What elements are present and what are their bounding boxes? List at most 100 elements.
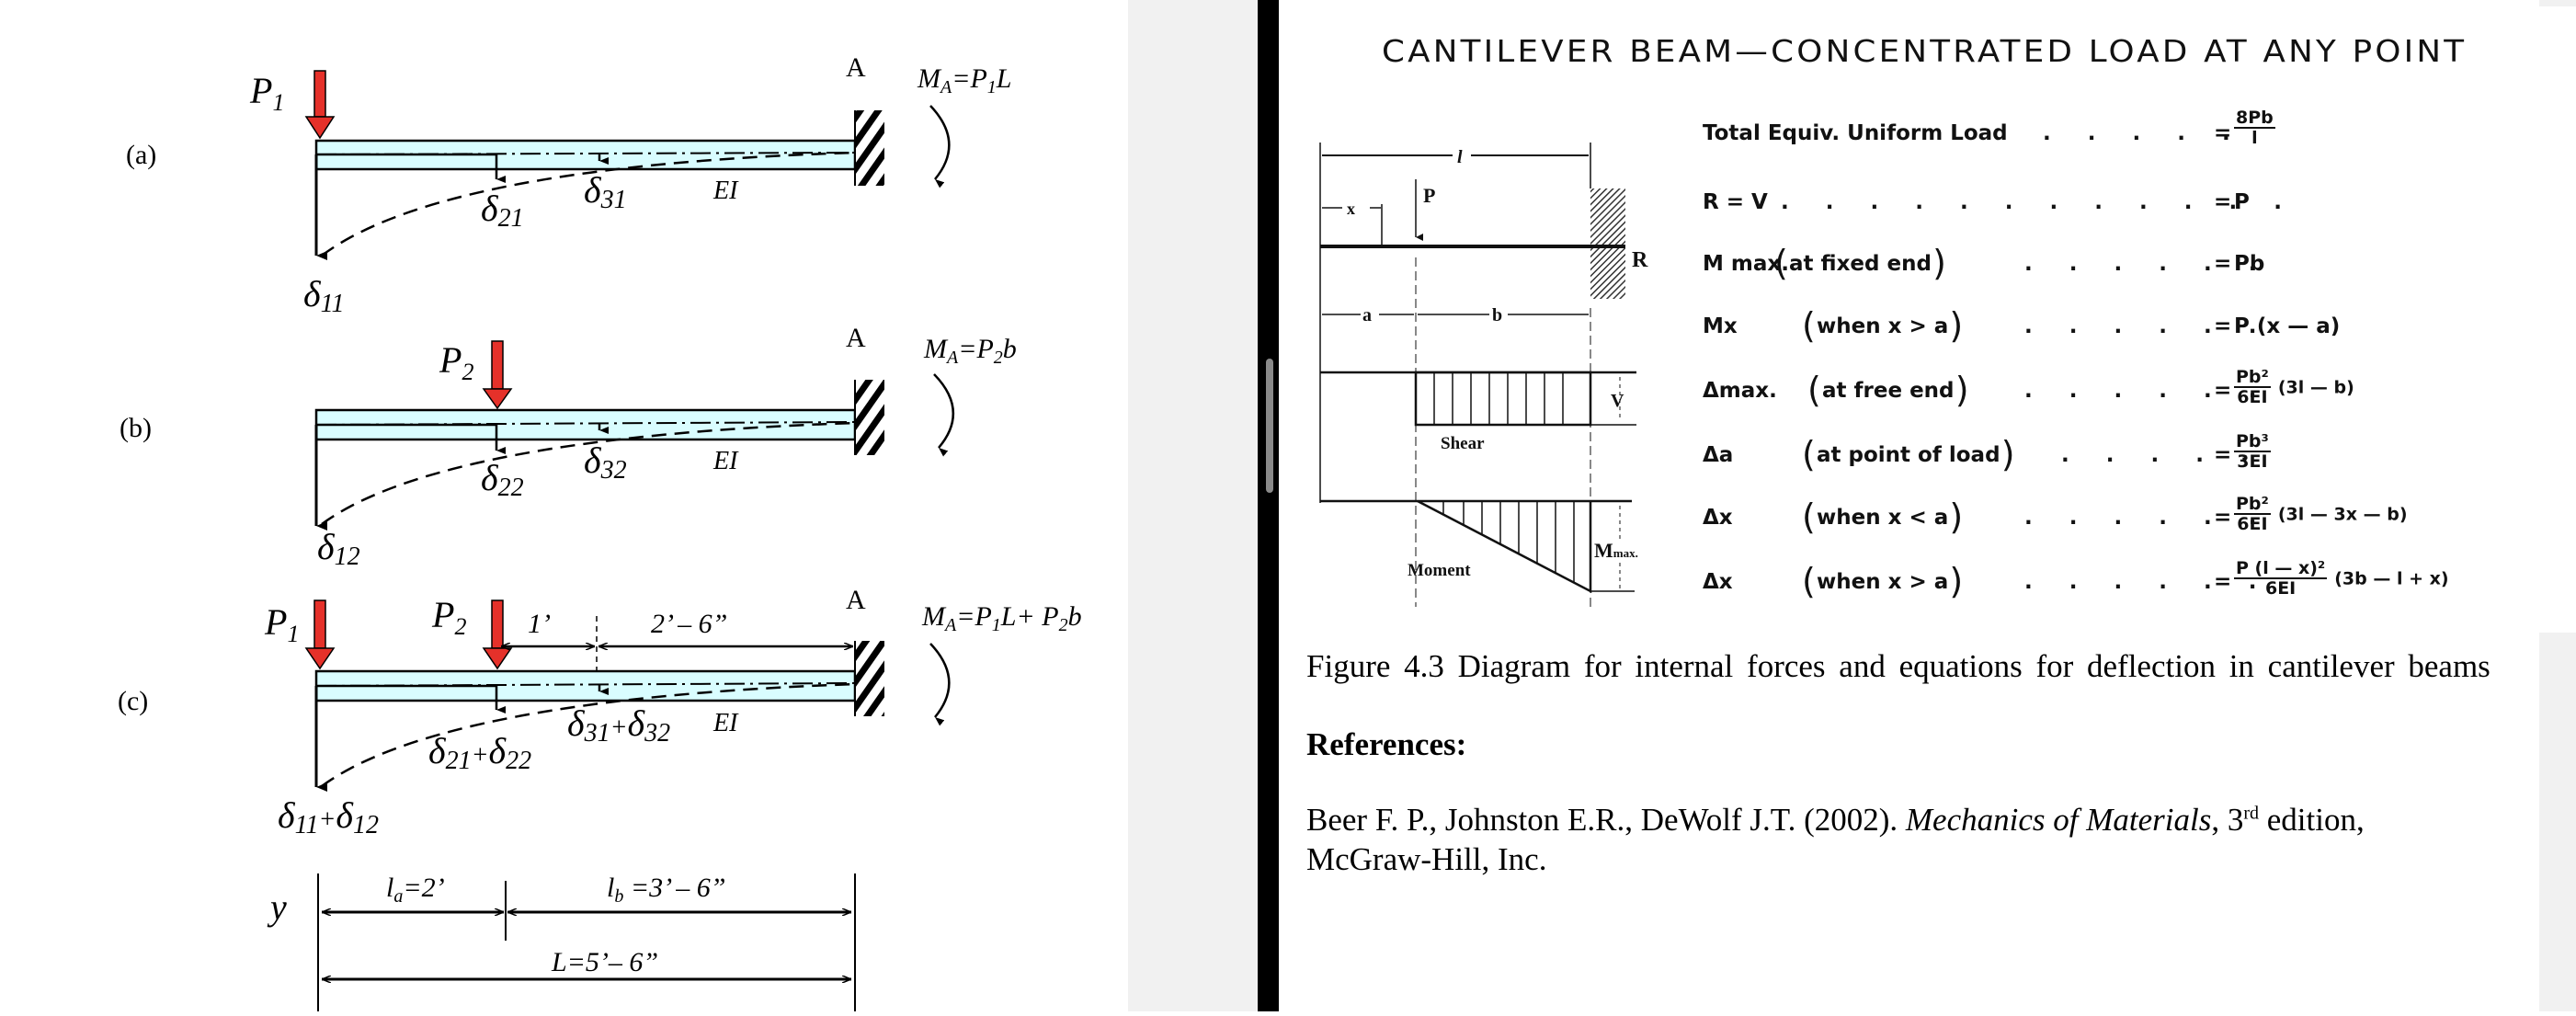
formula-name: Δa xyxy=(1703,443,1734,467)
equals: = xyxy=(2214,190,2232,214)
equals: = xyxy=(2214,252,2232,276)
dimension-total-length: L=5’– 6” xyxy=(551,947,658,977)
moment-equation: MA=P1L xyxy=(917,63,1011,97)
deflection-label-32: δ32 xyxy=(584,440,627,485)
split-view-drag-handle[interactable] xyxy=(1266,359,1273,493)
wall-support xyxy=(854,380,884,455)
leader-dots: . . . . . xyxy=(2061,443,2263,467)
deflection-label-31-plus-32: δ31+δ32 xyxy=(567,702,670,748)
deflection-label-11: δ11 xyxy=(303,273,345,318)
shear-value-v: V xyxy=(1611,391,1624,411)
formula-name: Δmax. xyxy=(1703,379,1777,403)
wall-support xyxy=(854,110,884,186)
dimension-la: la=2’ xyxy=(386,873,445,907)
load-arrow-p1 xyxy=(304,599,336,670)
equals: = xyxy=(2214,314,2232,338)
load-arrow-p2 xyxy=(482,340,513,410)
span-label-l: l xyxy=(1457,147,1463,167)
load-label-p1: P1 xyxy=(249,70,284,116)
formula-value: P (x — a) xyxy=(2234,314,2341,338)
viewer-gutter-right-top xyxy=(2539,0,2576,6)
moment-arc-icon xyxy=(929,643,951,726)
formula-condition: at free end xyxy=(1807,370,1968,410)
deflection-label-11-plus-12: δ11+δ12 xyxy=(278,794,379,839)
support-label-a: A xyxy=(846,585,866,615)
moment-arc-icon xyxy=(929,105,951,188)
cantilever-superposition-figure: (a) P1 A MA=P1L δ11 δ21 δ31 EI (b) P2 xyxy=(118,52,1082,1011)
panel-label-a: (a) xyxy=(126,140,156,170)
a-label: a xyxy=(1362,305,1372,325)
b-label: b xyxy=(1492,305,1502,325)
leader-dots: . . . . . . xyxy=(2024,252,2272,276)
equals: = xyxy=(2214,121,2232,145)
leader-dots: . . . . . . xyxy=(2024,379,2272,403)
equals: = xyxy=(2214,570,2232,594)
moment-arc-icon xyxy=(933,373,954,457)
formula-name: Δx xyxy=(1703,506,1733,530)
deflected-shape xyxy=(321,151,856,257)
left-document-page: (a) P1 A MA=P1L δ11 δ21 δ31 EI (b) P2 xyxy=(0,0,1128,1011)
leader-dots: . . . . . . . . . . . . xyxy=(1781,190,2297,214)
y-axis-label: y xyxy=(267,886,287,928)
deflected-shape xyxy=(321,421,856,526)
formula-name: R = V xyxy=(1703,190,1768,214)
dimension-1ft: 1’ xyxy=(528,609,551,639)
formula-value: Pb xyxy=(2234,252,2265,276)
equals: = xyxy=(2214,443,2232,467)
wall-support xyxy=(854,641,884,716)
load-label-p1: P1 xyxy=(264,601,299,647)
leader-dots: . . . . . xyxy=(2043,121,2245,145)
neutral-axis xyxy=(315,682,856,687)
moment-max-label: Mmax. xyxy=(1594,539,1638,562)
references-heading: References: xyxy=(1306,726,1467,762)
reference-entry: Beer F. P., Johnston E.R., DeWolf J.T. (… xyxy=(1306,802,2365,838)
span-dimensions: 1’ 2’ – 6” xyxy=(501,609,853,670)
split-view-divider[interactable] xyxy=(1258,0,1279,1011)
deflection-arrow-22 xyxy=(316,423,506,454)
moment-equation: MA=P1L+ P2b xyxy=(921,601,1082,635)
load-label-p: P xyxy=(1423,184,1435,207)
leader-dots: . . . . . . xyxy=(2024,314,2272,338)
stiffness-label: EI xyxy=(712,177,739,205)
formula-name: Δx xyxy=(1703,570,1733,594)
deflection-arrow-21 xyxy=(316,153,506,183)
support-label-a: A xyxy=(846,323,866,353)
reference-publisher: McGraw-Hill, Inc. xyxy=(1306,841,1547,877)
equals: = xyxy=(2214,506,2232,530)
figure-caption: Figure 4.3 Diagram for internal forces a… xyxy=(1306,648,2491,684)
load-arrow-p1 xyxy=(304,70,336,140)
panel-c: (c) P1 P2 1’ 2’ – 6” A MA=P1L+ P2b xyxy=(118,585,1082,839)
moment-label: Moment xyxy=(1408,561,1471,580)
leader-dots: . . . . . . xyxy=(2024,506,2272,530)
x-label: x xyxy=(1347,200,1355,218)
deflection-label-21: δ21 xyxy=(481,188,524,233)
leader-dots: . . . . . . xyxy=(2024,570,2272,594)
dimension-lb: lb =3’ – 6” xyxy=(607,873,725,907)
neutral-axis xyxy=(315,152,856,155)
deflection-label-31: δ31 xyxy=(584,169,627,214)
deflected-shape xyxy=(321,682,856,788)
shear-label: Shear xyxy=(1441,434,1485,453)
length-dimensions: y la=2’ lb =3’ – 6” L=5’– 6” xyxy=(267,873,856,1011)
stiffness-label: EI xyxy=(712,447,739,475)
formula-condition: when x > a xyxy=(1802,305,1964,346)
formula-name: Total Equiv. Uniform Load xyxy=(1703,121,2008,145)
formula-condition: when x > a xyxy=(1802,561,1964,601)
formula-value: P xyxy=(2234,190,2250,214)
table-title: CANTILEVER BEAM—CONCENTRATED LOAD AT ANY… xyxy=(1382,33,2468,69)
panel-b: (b) P2 A MA=P2b δ12 δ22 δ32 EI xyxy=(120,323,1017,571)
reaction-label-r: R xyxy=(1632,248,1648,272)
support-label-a: A xyxy=(846,52,866,83)
deflection-label-21-plus-22: δ21+δ22 xyxy=(428,730,531,775)
load-label-p2: P2 xyxy=(439,339,473,385)
formula-table: Total Equiv. Uniform Load . . . . . = 8P… xyxy=(1703,0,2530,625)
load-arrow-p2 xyxy=(482,599,513,670)
neutral-axis xyxy=(315,421,856,426)
viewer-gutter-right xyxy=(2539,633,2576,1011)
dimension-2ft6in: 2’ – 6” xyxy=(651,609,727,639)
formula-condition: at point of load xyxy=(1802,434,2014,474)
